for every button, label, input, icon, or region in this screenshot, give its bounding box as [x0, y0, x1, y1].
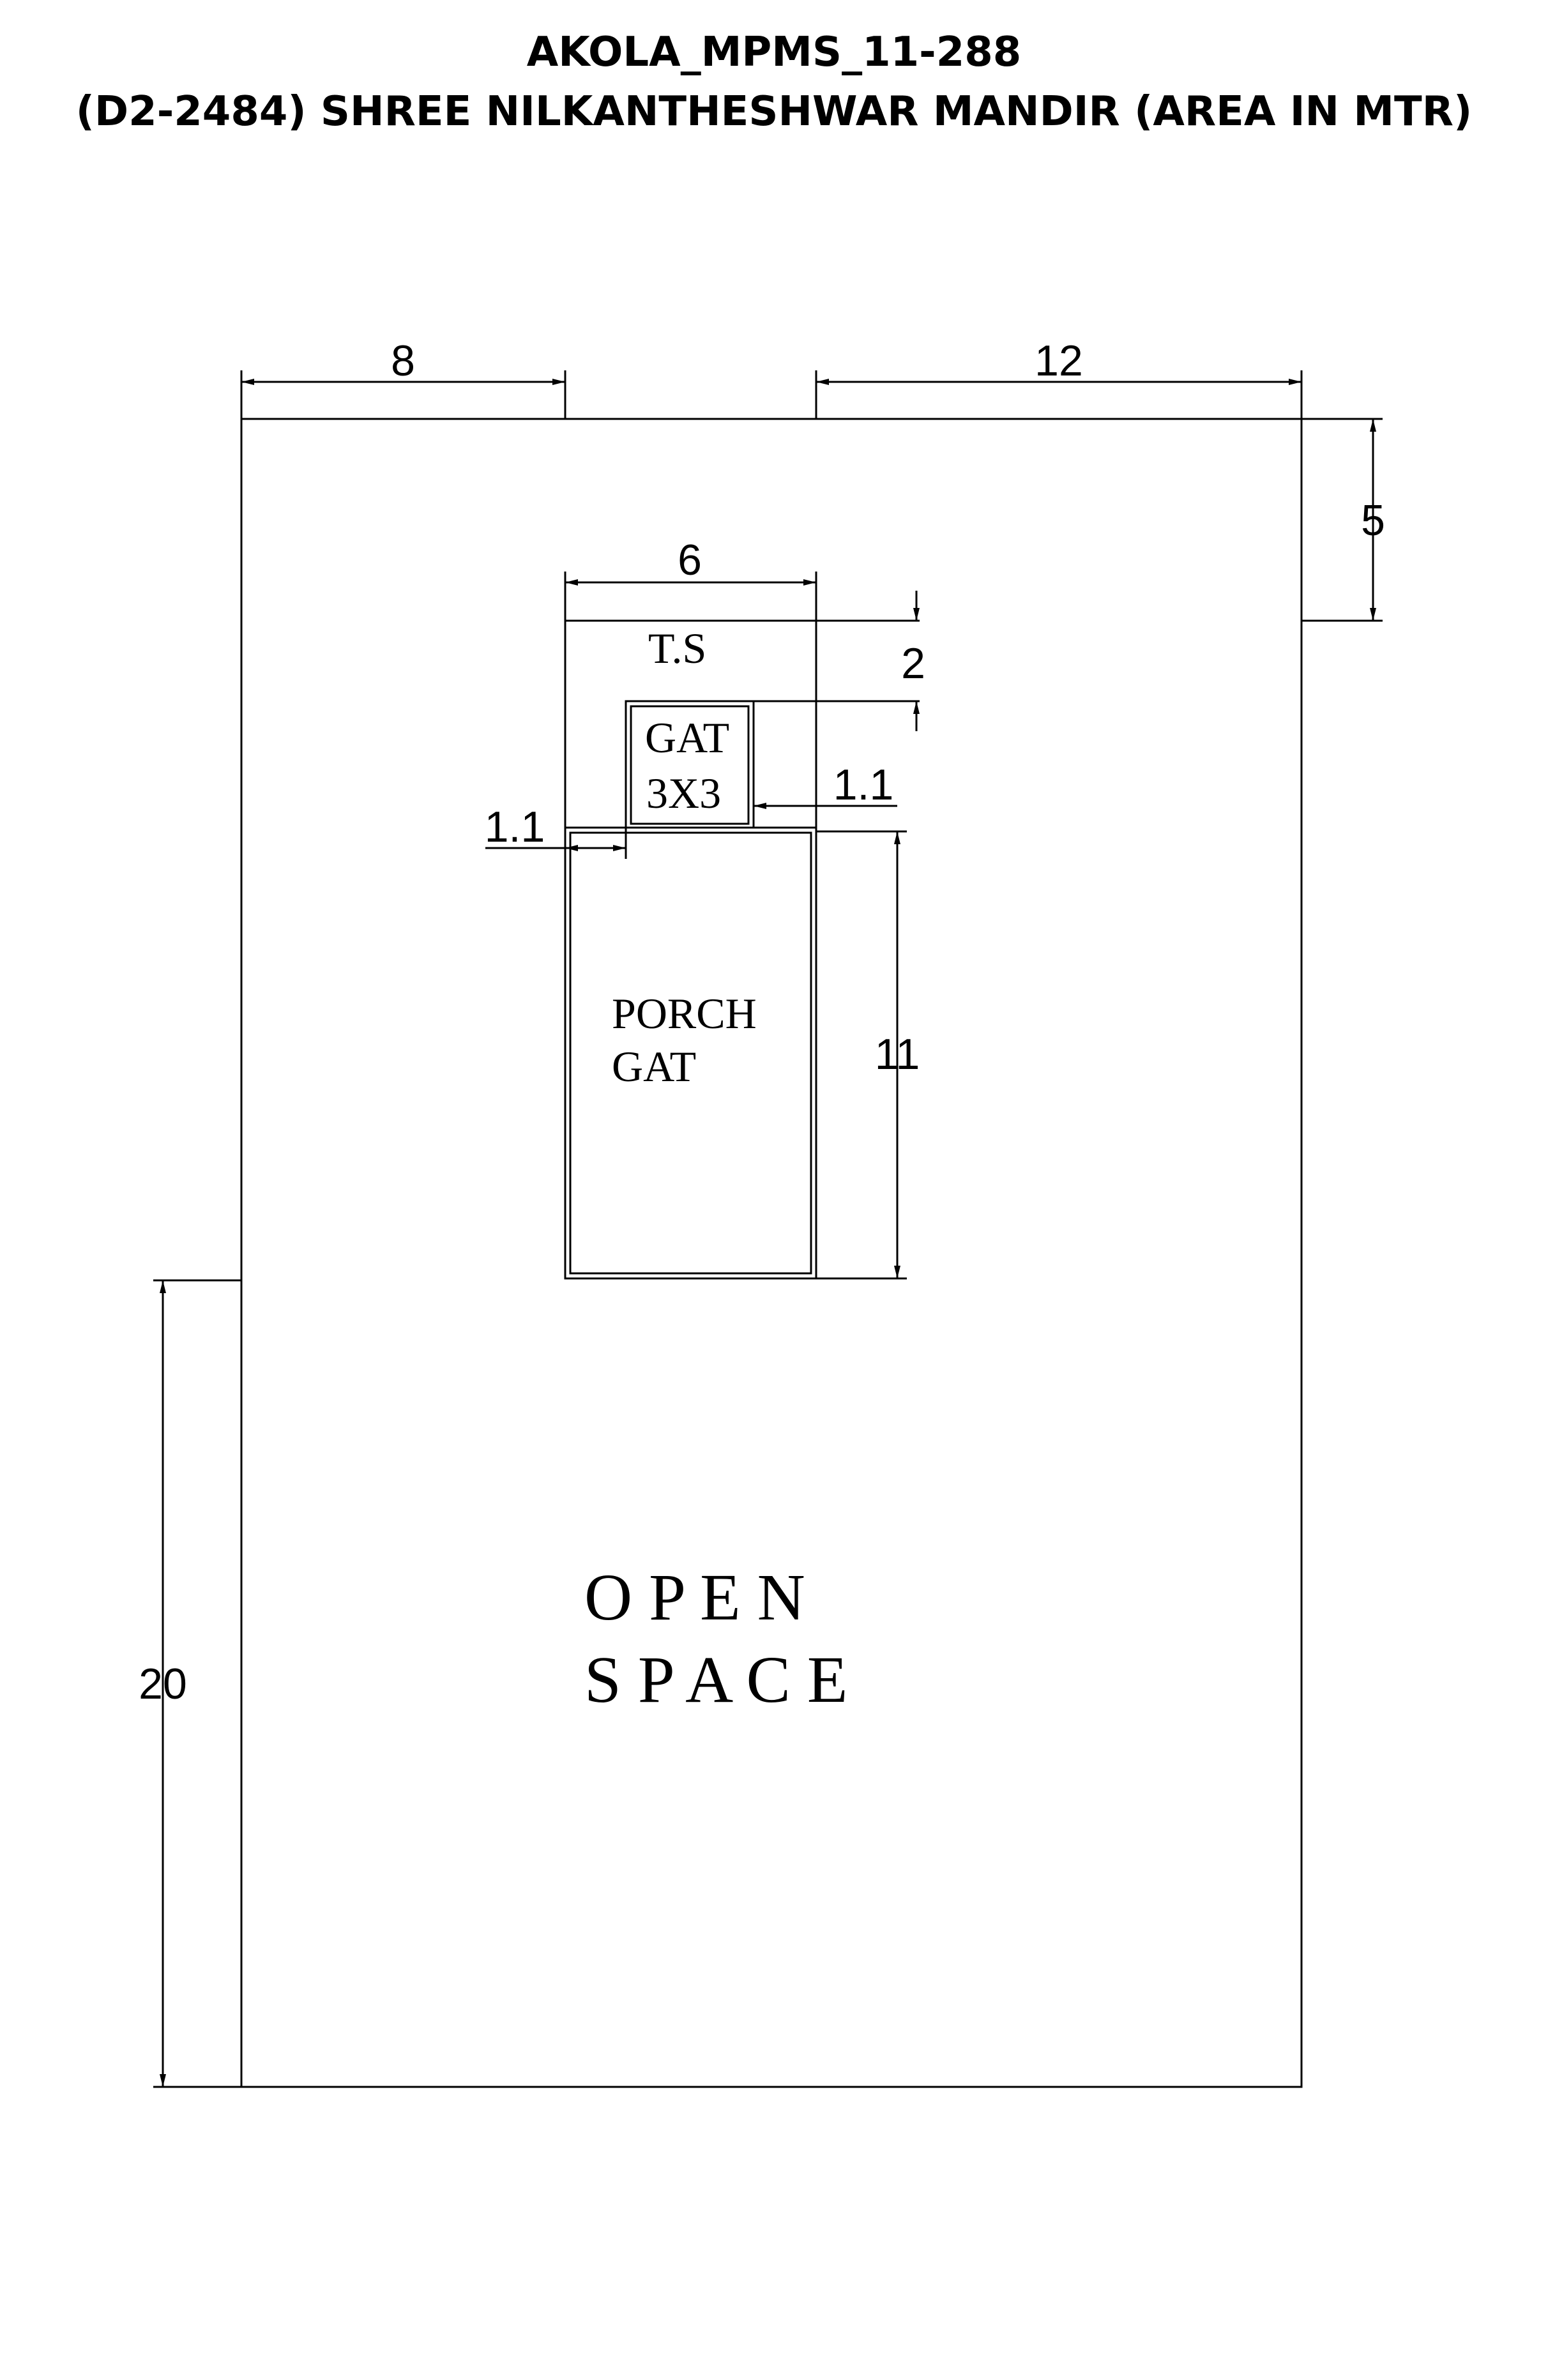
dimension-ts-depth: 2	[754, 591, 925, 731]
dimension-top-left-value: 8	[391, 337, 415, 385]
open-space-label-line1: O P E N	[584, 1561, 805, 1634]
dimension-right-top: 5	[1301, 418, 1385, 622]
porch-label-line2: GAT	[612, 1042, 696, 1091]
dimension-gat-side-left-value: 1.1	[485, 803, 545, 851]
dimension-top-right-value: 12	[1035, 337, 1083, 385]
dimension-left-lower-value: 20	[139, 1660, 187, 1708]
dimension-porch-length: 11	[816, 830, 920, 1280]
porch-outer	[564, 826, 817, 1280]
open-space-label-line2: S P A C E	[584, 1643, 847, 1717]
dimension-left-lower: 20	[139, 1279, 241, 2088]
dimension-gat-side-right: 1.1	[754, 761, 897, 809]
porch-label-line1: PORCH	[612, 989, 757, 1038]
dimension-gat-side-left: 1.1	[485, 803, 627, 859]
dimension-ts-width: 6	[564, 536, 817, 621]
gat-label-line2: 3X3	[646, 769, 721, 817]
ts-room-outline	[564, 619, 817, 828]
dimension-gat-side-right-value: 1.1	[833, 761, 894, 809]
gat-block-inner	[630, 705, 750, 825]
dimension-right-top-value: 5	[1361, 496, 1385, 545]
dimension-ts-width-value: 6	[678, 536, 702, 584]
porch-inner	[569, 831, 812, 1275]
gat-label-line1: GAT	[645, 713, 729, 762]
dimension-porch-length-value: 11	[875, 1030, 920, 1079]
dimension-top-right: 12	[815, 337, 1303, 419]
drawing-title: AKOLA_MPMS_11-288	[526, 29, 1022, 76]
dimension-ts-depth-value: 2	[901, 639, 925, 688]
drawing-subtitle: (D2-2484) SHREE NILKANTHESHWAR MANDIR (A…	[75, 88, 1473, 135]
dimension-top-left: 8	[240, 337, 566, 419]
ts-label: T.S	[648, 624, 706, 672]
plot-boundary	[240, 418, 1303, 2088]
